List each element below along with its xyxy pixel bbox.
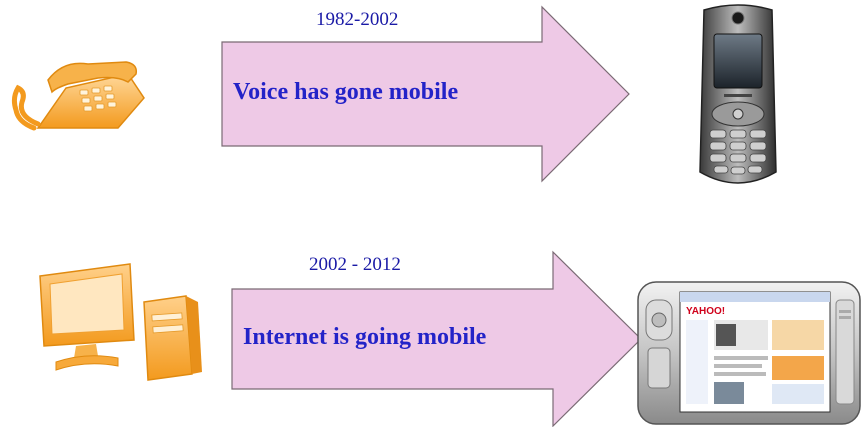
period-label: 1982-2002 — [316, 9, 399, 30]
desktop-computer-icon — [39, 263, 202, 381]
period-label: 2002 - 2012 — [309, 254, 401, 275]
row-internet: 2002 - 2012 Internet is going mobile YAH… — [0, 230, 868, 427]
desk-telephone-icon — [11, 61, 145, 131]
internet-tablet-icon: YAHOO! — [637, 281, 861, 425]
row-voice: 1982-2002 Voice has gone mobile — [0, 0, 868, 200]
caption-label: Internet is going mobile — [243, 324, 487, 350]
tablet-logo-text: YAHOO! — [686, 306, 725, 317]
caption-label: Voice has gone mobile — [233, 79, 459, 105]
arrow-internet — [231, 250, 642, 427]
arrow-voice — [221, 5, 630, 183]
mobile-phone-icon — [699, 4, 777, 184]
